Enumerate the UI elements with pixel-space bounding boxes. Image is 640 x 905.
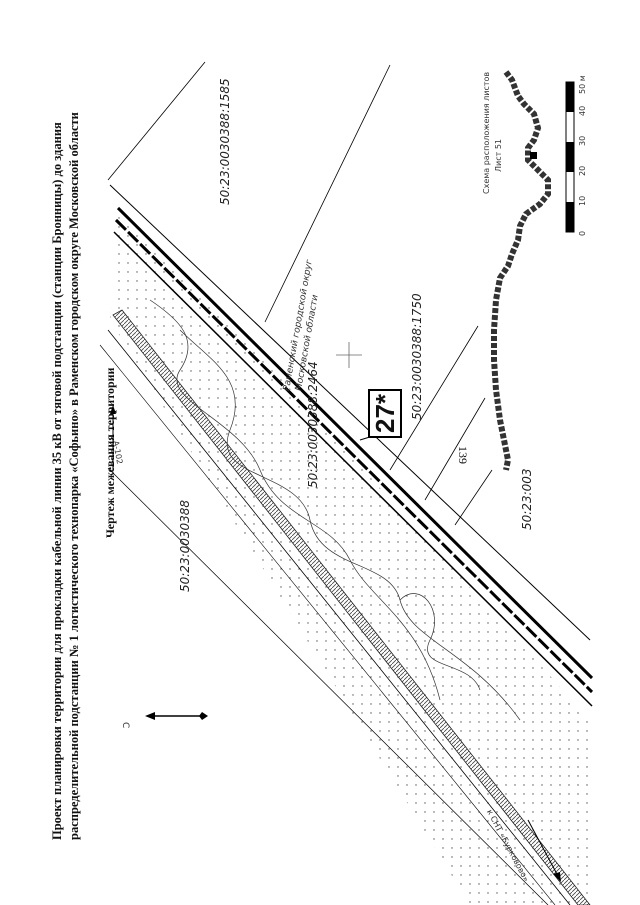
cadastral-label-top-right: 50:23:0030388:1585 [218, 78, 232, 205]
sheet-scheme-track [491, 70, 551, 471]
cadastral-label-lower: 50:23:003 [520, 468, 534, 530]
scale-tick-40: 40 [578, 105, 587, 116]
sheet-scheme-current [530, 152, 537, 159]
cable-line-dashed [114, 218, 594, 694]
scheme-sheet-label: Лист 51 [494, 139, 503, 172]
cadastral-label-left: 50:23:0030388 [178, 499, 192, 592]
cadastral-label-center: 50:23:0030388:2464 [306, 361, 320, 488]
road-edge-line [107, 329, 571, 905]
cable-line-main [116, 206, 594, 680]
road-edge-line-2 [99, 344, 556, 905]
scheme-title: Схема расположения листов [482, 71, 491, 194]
parcel-line-top [107, 61, 206, 181]
parcel-line-mid [264, 64, 391, 323]
scale-tick-30: 30 [578, 135, 587, 146]
parcel-boundary-left [107, 467, 549, 905]
scale-tick-50: 50 м [578, 75, 587, 94]
north-arrow-label: С [120, 722, 130, 729]
scale-tick-20: 20 [578, 165, 587, 176]
lot-label: 27* [368, 388, 402, 438]
contour-line-3 [399, 593, 481, 691]
parcel-line-lower-2 [424, 397, 486, 501]
cable-line-edge [113, 231, 593, 707]
snt-arrow [527, 819, 559, 877]
contour-line [179, 329, 521, 721]
boundary-line [109, 184, 591, 641]
cadastral-label-middle: 50:23:0030388:1750 [410, 293, 424, 420]
parcel-line-lower-3 [454, 469, 493, 526]
contour-line-2 [149, 299, 441, 701]
scale-tick-0: 0 [578, 230, 587, 236]
scale-tick-10: 10 [578, 195, 587, 206]
north-arrow-head [145, 712, 155, 720]
parcel-line-lower [389, 325, 479, 471]
dotted-land-area [110, 210, 590, 905]
road-hatched-band [112, 309, 591, 905]
